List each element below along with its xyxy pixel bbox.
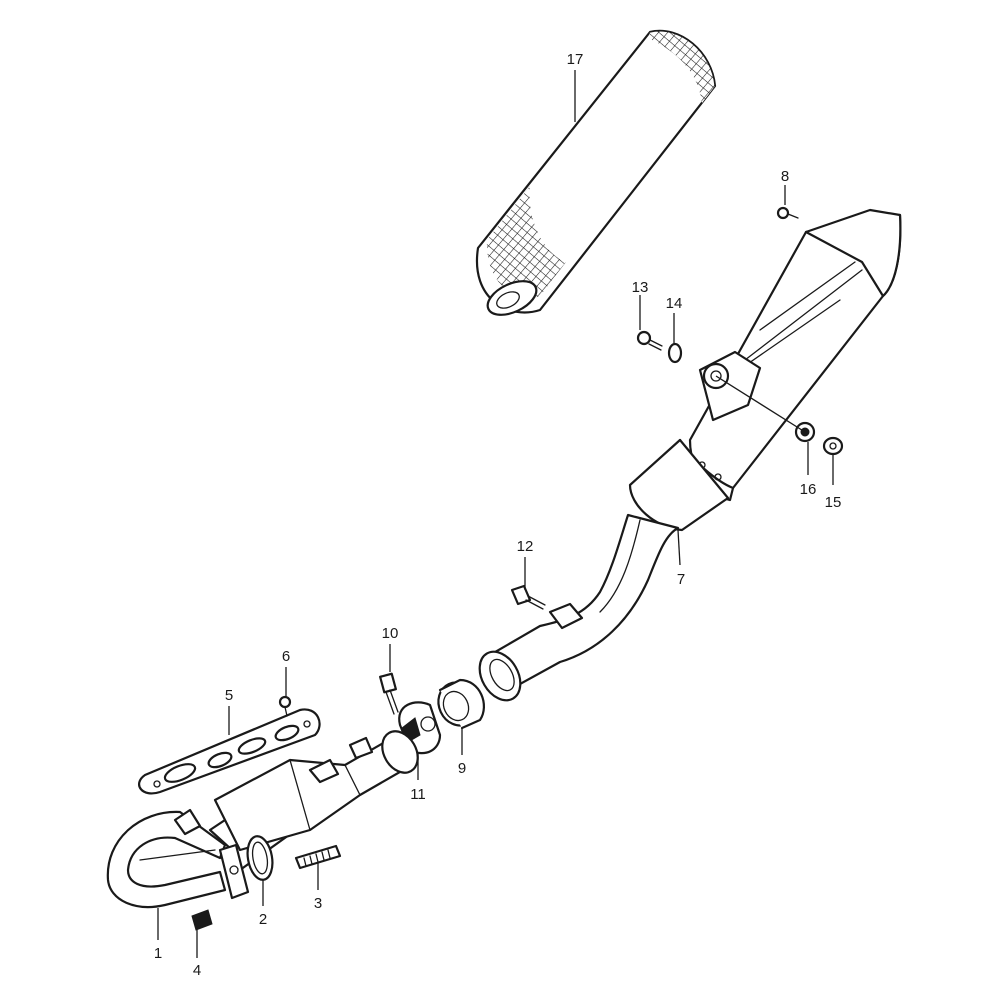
callout-4: 4 [193,962,201,979]
part-12-bolt [510,584,546,610]
callout-9: 9 [458,760,466,777]
callout-3: 3 [314,895,322,912]
mounting-axis-line [715,375,806,433]
part-7-muffler [478,208,902,702]
callout-8: 8 [781,168,789,185]
part-13-bolt [636,330,663,351]
callout-7: 7 [677,571,685,588]
part-6-screw [278,695,292,717]
callout-14: 14 [666,295,683,312]
callout-13: 13 [632,279,649,296]
callout-15: 15 [825,494,842,511]
callout-10: 10 [382,625,399,642]
part-17-muffler-cover [475,29,717,316]
part-4-nut [191,909,213,931]
callout-1: 1 [154,945,162,962]
part-2-gasket [246,835,274,881]
part-15-collar [822,436,844,456]
callout-2: 2 [259,911,267,928]
callout-labels: 17 8 13 14 16 15 7 12 10 9 11 6 5 1 4 2 … [154,51,842,979]
part-14-washer [667,342,683,364]
part-8-screw [776,206,799,220]
part-5-heat-shield [138,708,321,795]
callout-17: 17 [567,51,584,68]
leader-lines [157,70,834,958]
callout-16: 16 [800,481,817,498]
part-9-gasket [437,678,485,730]
callout-12: 12 [517,538,534,555]
part-10-bolt [379,672,399,715]
callout-5: 5 [225,687,233,704]
callout-11: 11 [410,786,426,803]
callout-6: 6 [282,648,290,665]
part-3-stud [294,844,342,870]
